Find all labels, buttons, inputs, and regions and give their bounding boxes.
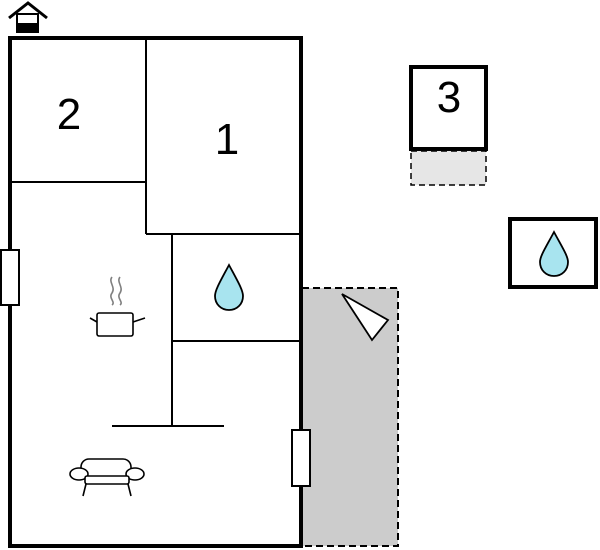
annex-strip xyxy=(410,150,487,186)
water-drop-icon xyxy=(214,263,244,311)
room-3-label: 3 xyxy=(437,73,461,122)
room-2-label: 2 xyxy=(57,90,81,139)
annex-room-3 xyxy=(409,65,488,151)
sofa-icon xyxy=(69,458,145,497)
interior-walls xyxy=(10,38,301,427)
room-1-label: 1 xyxy=(215,115,239,164)
house-entrance-icon xyxy=(8,1,48,33)
outdoor-water-drop-icon xyxy=(539,230,569,277)
sunshade-icon xyxy=(341,293,390,342)
window-west xyxy=(0,249,20,306)
cooking-pot-icon xyxy=(89,276,146,337)
house-outline xyxy=(8,36,303,548)
terrace-area xyxy=(301,287,399,547)
outdoor-water-box xyxy=(508,217,598,289)
window-east xyxy=(291,429,311,487)
